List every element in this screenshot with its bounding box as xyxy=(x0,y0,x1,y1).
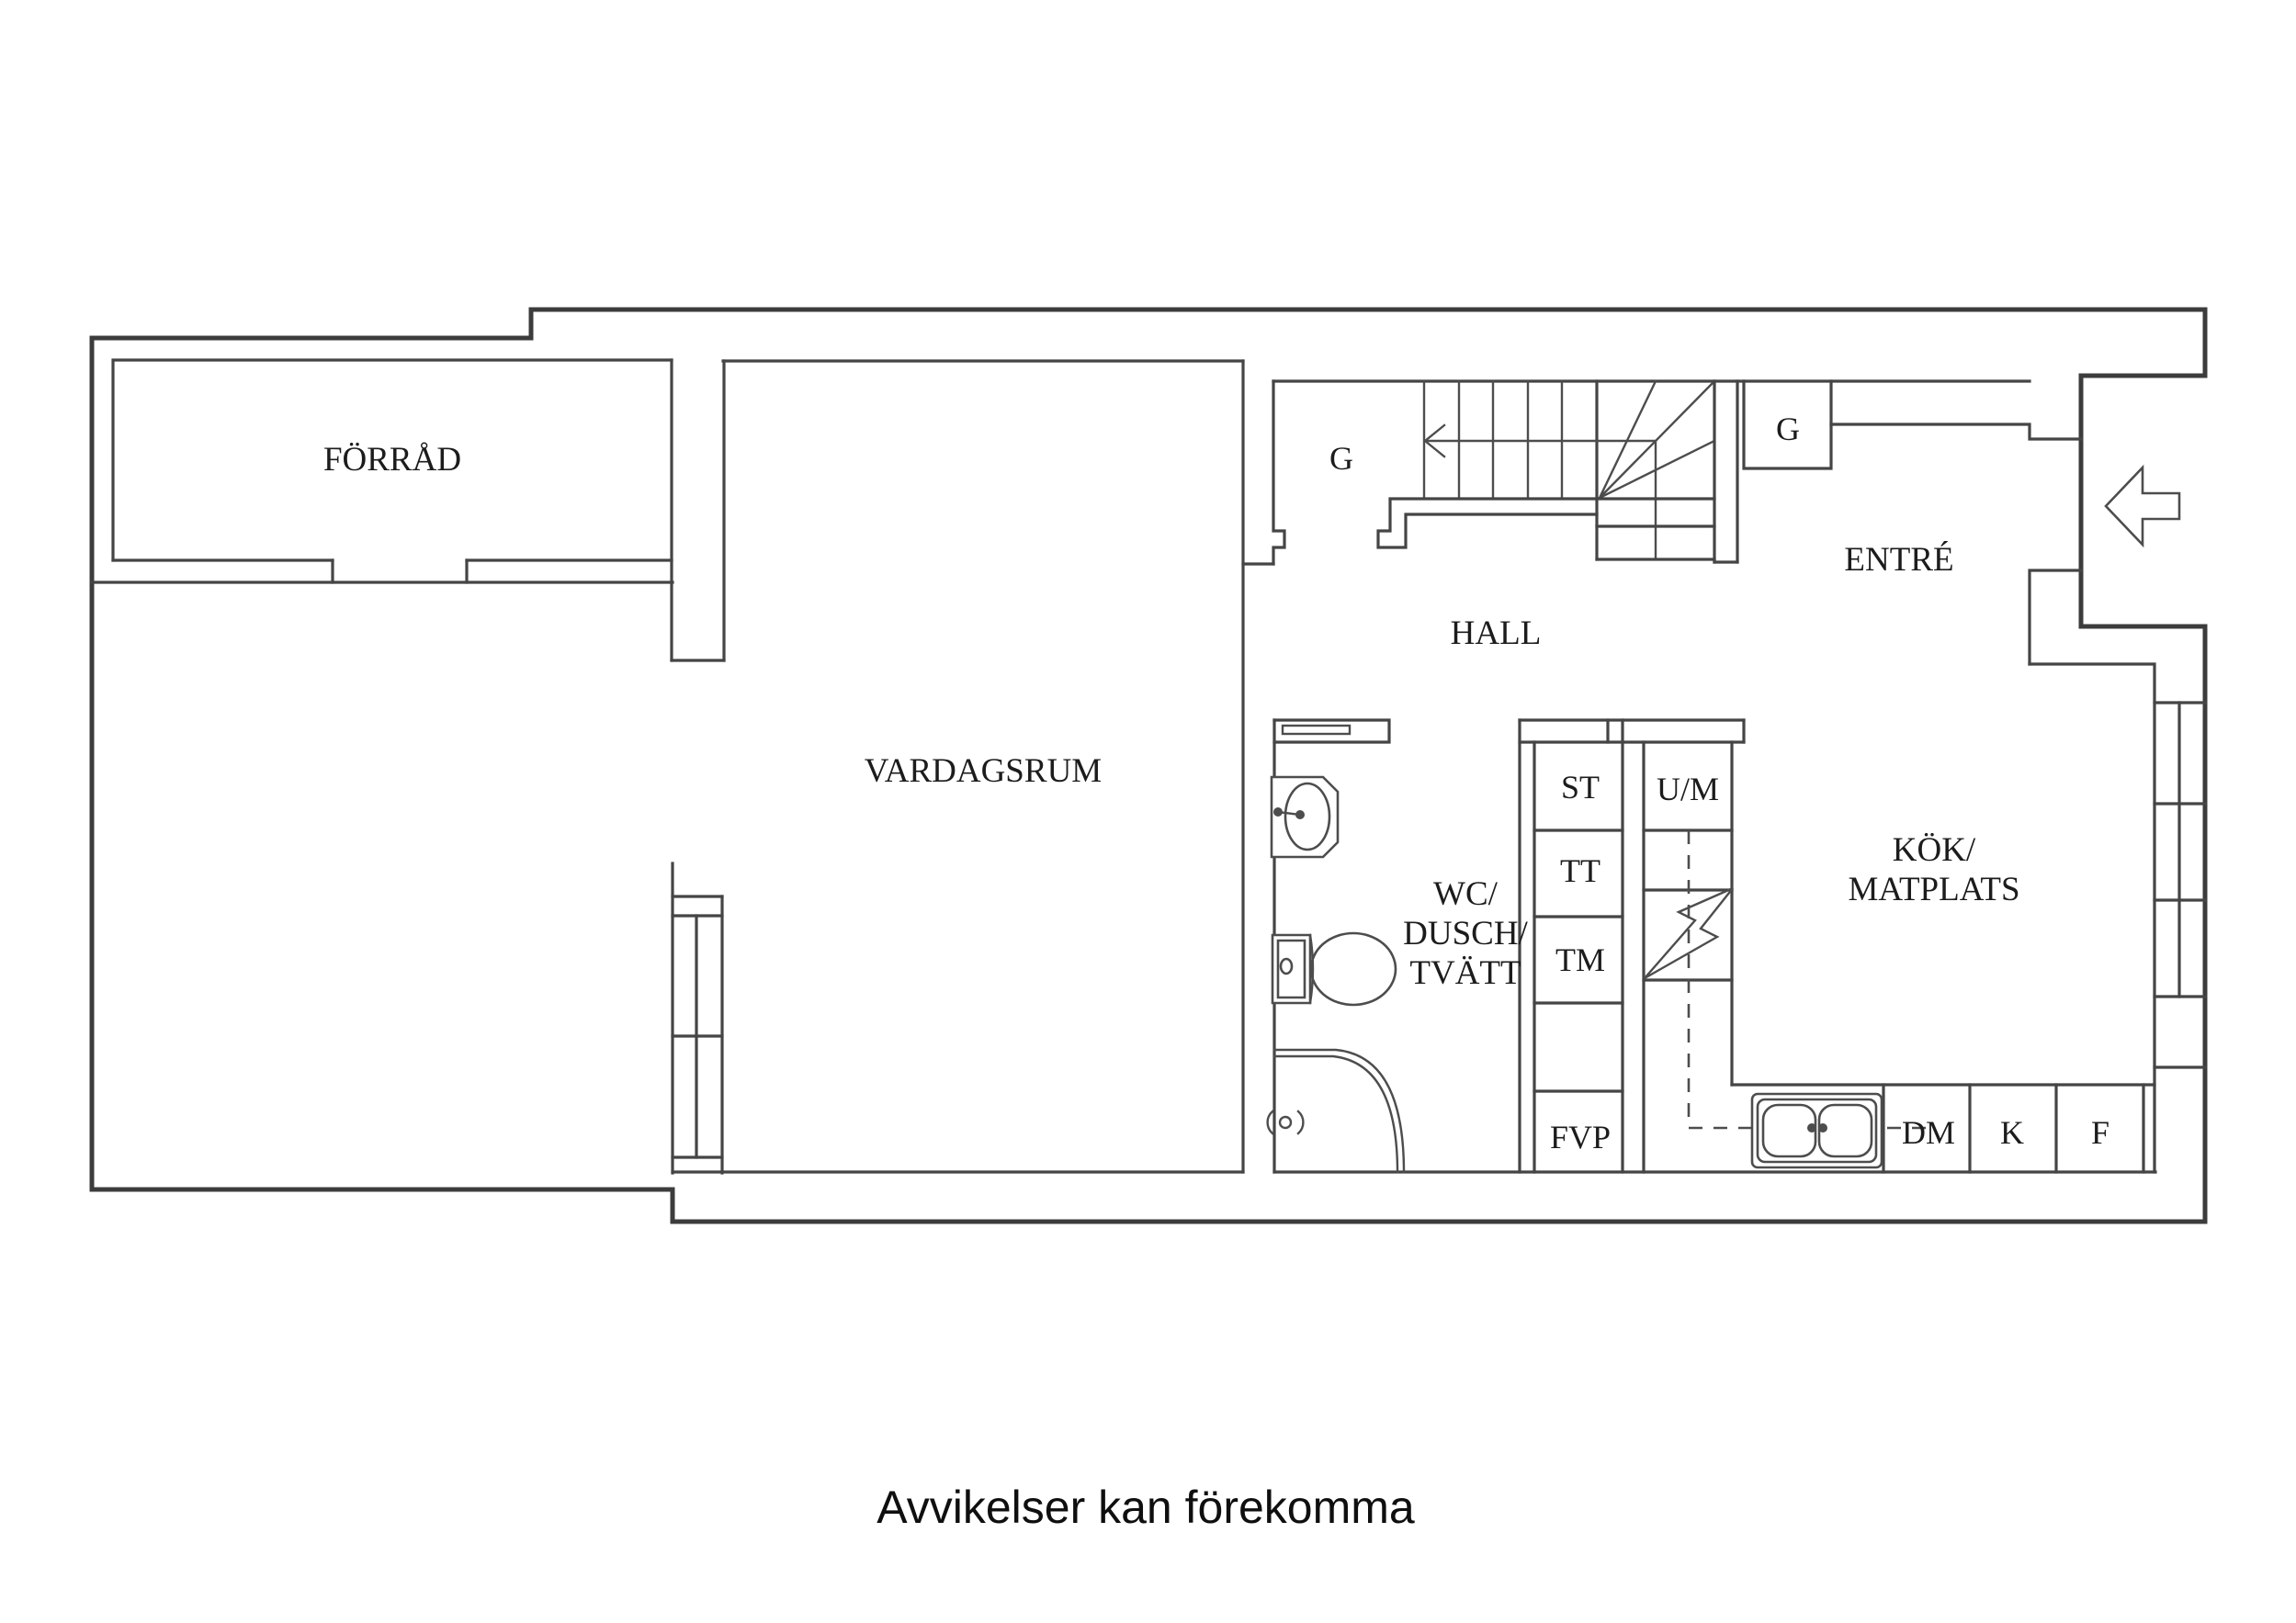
kitchen-counter xyxy=(1730,1083,2156,1174)
kok-label-line2: MATPLATS xyxy=(1848,871,2019,908)
stair-walkline-arrowhead xyxy=(1423,423,1446,458)
entrance-arrow-icon xyxy=(2104,464,2181,548)
closet-column-left xyxy=(1518,718,1746,1174)
electrical-bolt-icon xyxy=(1644,886,1734,980)
forrad-walls xyxy=(90,358,674,662)
forrad-label: FÖRRÅD xyxy=(323,441,461,479)
washbasin xyxy=(1270,775,1340,859)
disclaimer-text: Avvikelser kan förekomma xyxy=(877,1482,1415,1533)
kitchen-sink xyxy=(1750,1092,1883,1169)
floor-drain xyxy=(1266,1110,1305,1135)
closet-stairs-label: G xyxy=(1329,440,1353,477)
um-label: U/M xyxy=(1657,771,1719,807)
building-outline xyxy=(89,307,2208,1224)
tt-label: TT xyxy=(1560,852,1600,889)
vardagsrum-left-wall xyxy=(670,359,726,1175)
vardagsrum-label: VARDAGSRUM xyxy=(865,752,1102,790)
staircase xyxy=(1241,379,2031,566)
wc-label-line1: WC/ xyxy=(1433,875,1499,913)
k-label: K xyxy=(2000,1114,2024,1151)
dm-label: DM xyxy=(1902,1114,1955,1151)
wc-label-line3: TVÄTT xyxy=(1409,954,1521,992)
kok-walls xyxy=(2028,662,2207,1174)
shower xyxy=(1272,1048,1406,1174)
f-label: F xyxy=(2091,1114,2109,1151)
hall-label: HALL xyxy=(1451,614,1542,652)
wc-door-leaf xyxy=(1281,724,1352,736)
wc-label-line2: DUSCH/ xyxy=(1403,915,1528,952)
vardagsrum-walls xyxy=(671,359,1245,1174)
entre-label: ENTRÉ xyxy=(1844,540,1953,579)
closet-entre-label: G xyxy=(1776,411,1800,447)
closet-column-um xyxy=(1642,740,1734,1174)
stair-winders xyxy=(1598,379,1716,500)
toilet xyxy=(1271,931,1397,1007)
kok-label-line1: KÖK/ xyxy=(1893,831,1976,869)
stair-stringer xyxy=(1376,497,1599,549)
fvp-label: FVP xyxy=(1550,1119,1611,1155)
tm-label: TM xyxy=(1555,941,1605,978)
st-label: ST xyxy=(1561,769,1600,806)
service-dashed-line xyxy=(1687,830,1934,1130)
entre-walls xyxy=(1742,379,2083,666)
